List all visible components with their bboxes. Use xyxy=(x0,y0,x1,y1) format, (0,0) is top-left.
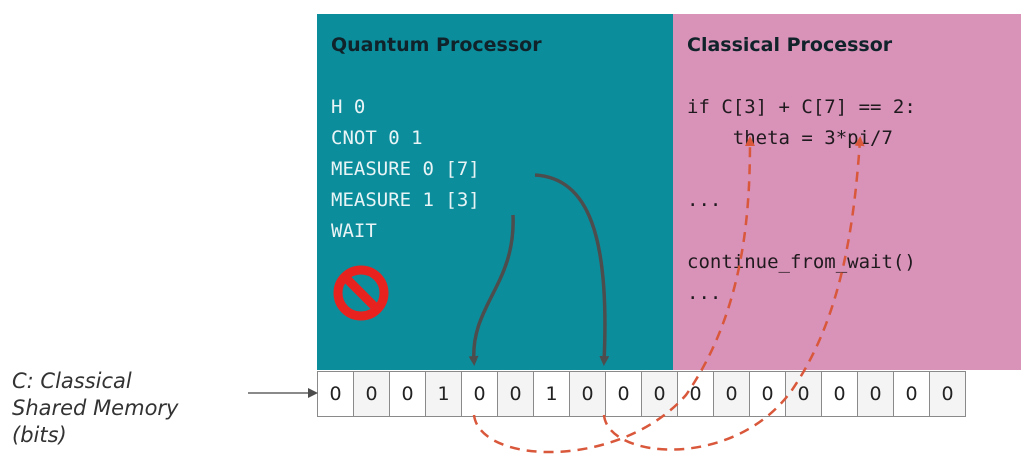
classical-code-line: if C[3] + C[7] == 2: xyxy=(687,96,916,118)
classical-code-line: theta = 3*pi/7 xyxy=(687,127,893,149)
shared-memory-bits: 0 0 0 1 0 0 1 0 0 0 0 0 0 0 0 0 0 0 xyxy=(317,371,966,417)
memory-bit-cell: 0 xyxy=(497,371,534,417)
memory-bit-cell: 0 xyxy=(641,371,678,417)
shared-memory-label-line: C: Classical xyxy=(12,369,132,393)
quantum-processor-panel: Quantum Processor H 0 CNOT 0 1 MEASURE 0 [… xyxy=(317,14,673,370)
memory-bit-cell: 0 xyxy=(605,371,642,417)
memory-bit-cell: 0 xyxy=(389,371,426,417)
memory-bit-cell: 0 xyxy=(893,371,930,417)
memory-bit-cell: 0 xyxy=(857,371,894,417)
quantum-code-block: H 0 CNOT 0 1 MEASURE 0 [7] MEASURE 1 [3] WAI… xyxy=(331,92,480,247)
memory-bit-cell: 0 xyxy=(677,371,714,417)
shared-memory-label-line: Shared Memory xyxy=(12,396,179,420)
classical-processor-panel: Classical Processor if C[3] + C[7] == 2:… xyxy=(673,14,1021,370)
classical-code-line: continue_from_wait() xyxy=(687,251,916,273)
shared-memory-label: C: Classical Shared Memory (bits) xyxy=(12,368,178,449)
quantum-code-line: MEASURE 0 [7] xyxy=(331,158,480,180)
classical-code-blank xyxy=(687,154,916,185)
memory-bit-cell: 0 xyxy=(749,371,786,417)
quantum-code-line: MEASURE 1 [3] xyxy=(331,189,480,211)
classical-code-blank xyxy=(687,216,916,247)
quantum-code-line: CNOT 0 1 xyxy=(331,127,423,149)
memory-bit-cell: 0 xyxy=(353,371,390,417)
quantum-processor-title: Quantum Processor xyxy=(331,34,542,56)
memory-bit-cell: 1 xyxy=(425,371,462,417)
classical-code-line: ... xyxy=(687,282,722,304)
quantum-code-line: H 0 xyxy=(331,96,366,118)
quantum-code-line: WAIT xyxy=(331,220,377,242)
memory-bit-cell: 0 xyxy=(821,371,858,417)
memory-bit-cell: 0 xyxy=(713,371,750,417)
memory-bit-cell: 0 xyxy=(461,371,498,417)
memory-bit-cell: 0 xyxy=(929,371,966,417)
classical-code-block: if C[3] + C[7] == 2: theta = 3*pi/7... co… xyxy=(687,92,916,309)
memory-bit-cell: 0 xyxy=(317,371,354,417)
classical-code-line: ... xyxy=(687,189,722,211)
memory-bit-cell: 1 xyxy=(533,371,570,417)
memory-bit-cell: 0 xyxy=(569,371,606,417)
classical-processor-title: Classical Processor xyxy=(687,34,893,56)
shared-memory-label-line: (bits) xyxy=(12,423,67,447)
memory-bit-cell: 0 xyxy=(785,371,822,417)
